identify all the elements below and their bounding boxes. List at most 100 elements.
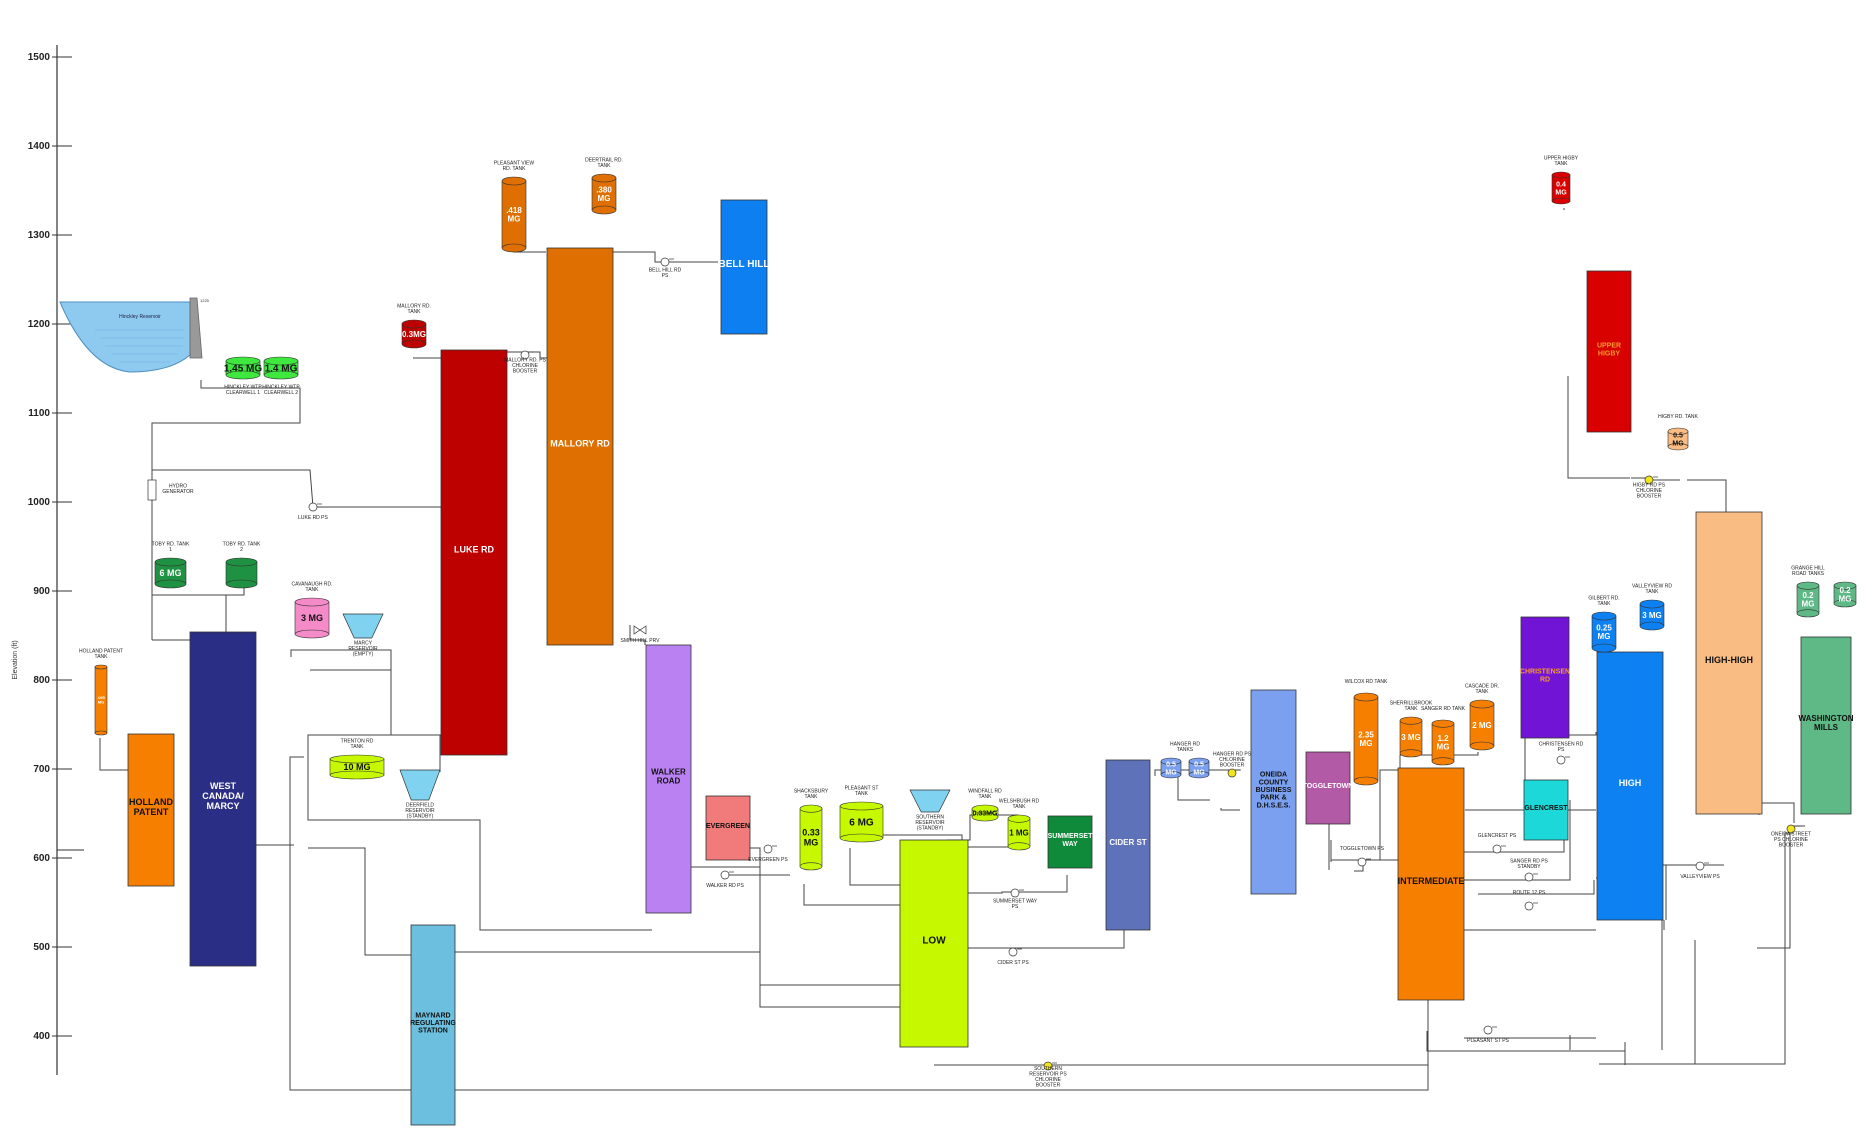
- zone-box[interactable]: [1800, 636, 1852, 815]
- pump-icon[interactable]: [1524, 872, 1534, 882]
- zone-box[interactable]: [1520, 616, 1570, 739]
- zone-box[interactable]: [1105, 759, 1151, 931]
- reservoir-shape[interactable]: [342, 613, 384, 639]
- zone-mallory-rd[interactable]: MALLORY RD: [546, 247, 614, 646]
- pump-icon[interactable]: [1644, 475, 1654, 485]
- pump-icon[interactable]: [1492, 844, 1502, 854]
- zone-bell-hill[interactable]: BELL HILL: [719, 199, 770, 335]
- pump-icon[interactable]: [1483, 1025, 1493, 1035]
- zone-box[interactable]: [546, 247, 614, 646]
- zone-box[interactable]: [1523, 779, 1569, 841]
- pump-icon[interactable]: [1010, 888, 1020, 898]
- zone-high-high[interactable]: HIGH-HIGH: [1695, 511, 1763, 815]
- pump-icon[interactable]: [1786, 824, 1796, 834]
- zone-box[interactable]: [1305, 751, 1351, 825]
- reservoir-shape[interactable]: [399, 769, 441, 801]
- zone-intermediate[interactable]: INTERMEDIATE: [1397, 767, 1465, 1001]
- station-pleasant-st-ps[interactable]: PLEASANT ST PS: [1467, 1025, 1510, 1044]
- zone-box[interactable]: [410, 924, 456, 1126]
- generator-icon[interactable]: [147, 479, 157, 501]
- zone-cider-st[interactable]: CIDER ST: [1105, 759, 1151, 931]
- station-evergreen-ps[interactable]: EVERGREEN PS: [748, 844, 788, 863]
- station-route12-ps[interactable]: ROUTE 12 PS: [1513, 890, 1546, 911]
- zone-low[interactable]: LOW: [899, 839, 969, 1048]
- tank-body[interactable]: [501, 180, 527, 249]
- station-smith-hill[interactable]: SMITH HILL PRV: [621, 625, 661, 644]
- zone-box[interactable]: [1397, 767, 1465, 1001]
- pump-icon[interactable]: [1008, 947, 1018, 957]
- pump-icon[interactable]: [520, 350, 530, 360]
- pump-icon[interactable]: [1524, 901, 1534, 911]
- zone-box[interactable]: [899, 839, 969, 1048]
- zone-box[interactable]: [1695, 511, 1763, 815]
- zone-toggletown[interactable]: TOGGLETOWN: [1303, 751, 1354, 825]
- station-luke-ps[interactable]: LUKE RD PS: [298, 502, 329, 521]
- pump-icon[interactable]: [308, 502, 318, 512]
- reservoir-shape[interactable]: [909, 789, 951, 813]
- zone-box[interactable]: [440, 349, 508, 756]
- zone-luke-rd[interactable]: LUKE RD: [440, 349, 508, 756]
- zone-box[interactable]: [645, 644, 692, 914]
- valve-icon[interactable]: [633, 625, 647, 635]
- zone-glencrest[interactable]: GLENCREST: [1523, 779, 1569, 841]
- zone-evergreen[interactable]: EVERGREEN: [705, 795, 751, 861]
- pump-icon[interactable]: [1043, 1061, 1053, 1071]
- station-valleyview-ps[interactable]: VALLEYVIEW PS: [1680, 861, 1720, 880]
- zone-box[interactable]: [720, 199, 768, 335]
- station-walker-ps[interactable]: WALKER RD PS: [706, 870, 744, 889]
- zone-box[interactable]: [705, 795, 751, 861]
- pump-icon[interactable]: [1556, 755, 1566, 765]
- zone-box[interactable]: [127, 733, 175, 887]
- tank-body[interactable]: [839, 805, 884, 839]
- pump-icon[interactable]: [660, 257, 670, 267]
- pump-icon[interactable]: [1357, 857, 1367, 867]
- station-toggletown-ps[interactable]: TOGGLETOWN PS: [1340, 846, 1385, 867]
- tank-body[interactable]: [1469, 703, 1495, 747]
- station-cider-ps[interactable]: CIDER ST PS: [997, 947, 1029, 966]
- zone-box[interactable]: [1250, 689, 1297, 895]
- zone-box[interactable]: [189, 631, 257, 967]
- zone-box[interactable]: [1596, 651, 1664, 921]
- pump-icon[interactable]: [1695, 861, 1705, 871]
